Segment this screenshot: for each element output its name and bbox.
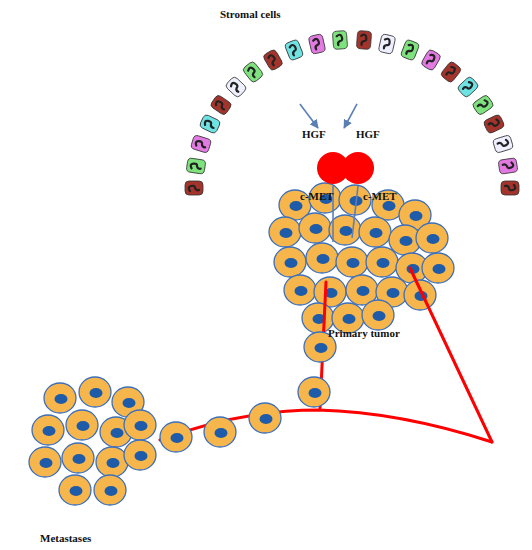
hgf-molecule: HGF <box>298 128 350 186</box>
tumor-cell <box>124 410 156 440</box>
stromal-cell <box>199 114 221 134</box>
stromal-cell <box>440 61 462 84</box>
tumor-cell <box>79 377 111 407</box>
tumor-cell <box>204 417 236 447</box>
stromal-cell <box>225 76 248 99</box>
stromal-cell-arc <box>185 31 519 195</box>
receptor-label: c-MET <box>300 190 334 203</box>
tumor-cell <box>32 415 64 445</box>
stromal-cell <box>262 49 283 72</box>
stromal-cell <box>378 34 396 55</box>
tumor-cell <box>362 300 394 330</box>
tumor-cell <box>124 440 156 470</box>
stromal-cell <box>308 34 326 55</box>
migrating-cells <box>160 332 336 452</box>
node-label: Metastases <box>40 532 91 545</box>
tumor-cell <box>62 443 94 473</box>
stromal-cell <box>483 114 505 134</box>
tumor-cell <box>339 185 371 215</box>
stromal-cell <box>190 135 211 154</box>
tumor-cell <box>366 247 398 277</box>
hgf-molecule: HGF <box>342 128 394 186</box>
tumor-cell <box>329 215 361 245</box>
stromal-cell <box>400 39 420 61</box>
tumor-cell <box>336 247 368 277</box>
node-label: HGF <box>302 128 326 141</box>
tumor-cell <box>298 377 330 407</box>
stromal-cell <box>186 158 206 175</box>
tumor-cell <box>306 243 338 273</box>
stromal-cell <box>356 31 371 50</box>
tumor-cell <box>309 183 341 213</box>
tumor-cell <box>66 410 98 440</box>
metastasis-cluster: Metastases <box>28 375 168 547</box>
tumor-cell <box>94 475 126 505</box>
node-label: HGF <box>356 128 380 141</box>
tumor-cell <box>416 223 448 253</box>
receptor-line <box>332 186 334 242</box>
tumor-cell <box>299 213 331 243</box>
stromal-cell <box>185 181 203 195</box>
primary-tumor: Primary tumor <box>268 182 456 347</box>
stromal-cell <box>492 135 513 154</box>
stromal-cell <box>284 39 304 61</box>
stromal-cell <box>472 94 495 116</box>
tumor-cell <box>29 447 61 477</box>
stromal-cell <box>501 181 519 195</box>
tumor-cell <box>274 247 306 277</box>
metastasis-cells <box>29 377 156 505</box>
primary-tumor-cells <box>269 183 454 333</box>
node-label: Primary tumor <box>328 327 400 340</box>
tumor-cell <box>96 447 128 477</box>
receptor-line <box>352 186 358 238</box>
tumor-cell <box>249 403 281 433</box>
tumor-cell <box>59 475 91 505</box>
tumor-cell <box>269 217 301 247</box>
tumor-cell <box>422 253 454 283</box>
stromal-cell <box>457 76 480 99</box>
hgf-circle <box>342 152 374 184</box>
tumor-cell <box>404 280 436 310</box>
stromal-cell <box>242 61 264 84</box>
stromal-cell <box>498 158 518 175</box>
receptor-label: c-MET <box>363 190 397 203</box>
stromal-cell <box>332 31 347 50</box>
node-label: Stromal cells <box>220 8 281 21</box>
blood-vessel <box>160 268 492 442</box>
tumor-cell <box>160 422 192 452</box>
secretion-arrow <box>300 104 318 128</box>
stromal-cell <box>420 49 441 72</box>
stromal-cell <box>210 94 233 116</box>
vessel-segment <box>410 268 492 442</box>
tumor-cell <box>284 275 316 305</box>
tumor-cell <box>359 217 391 247</box>
tumor-cell <box>44 383 76 413</box>
secretion-arrow <box>344 104 357 128</box>
